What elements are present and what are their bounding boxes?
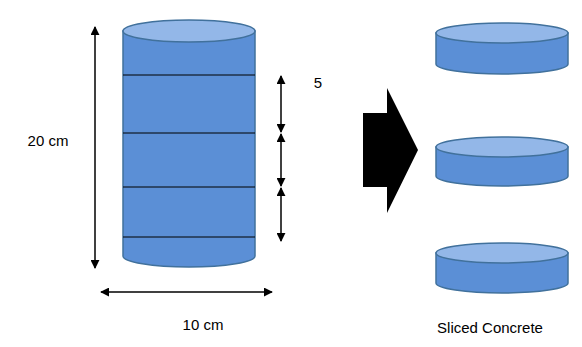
block-arrow <box>363 88 418 213</box>
dimension-label: 20 cm <box>28 132 69 150</box>
slice-line <box>123 237 255 238</box>
slice-line <box>123 133 255 134</box>
dimension-label: 5 <box>314 74 322 92</box>
slice-dimension <box>280 76 282 132</box>
sliced-disc <box>436 243 568 293</box>
slice-dimension <box>280 188 282 241</box>
slice-line <box>123 187 255 188</box>
sliced-disc <box>436 137 568 186</box>
cylinder-top <box>123 20 255 42</box>
sliced-disc <box>436 23 568 74</box>
width-dimension <box>101 291 272 293</box>
dimension-label: 10 cm <box>183 316 224 334</box>
cylinder-body <box>123 31 255 267</box>
slice-dimension <box>280 134 282 186</box>
concrete-cylinder <box>123 20 255 267</box>
height-dimension <box>94 27 96 268</box>
slice-line <box>123 75 255 76</box>
caption-label: Sliced Concrete <box>437 319 543 337</box>
